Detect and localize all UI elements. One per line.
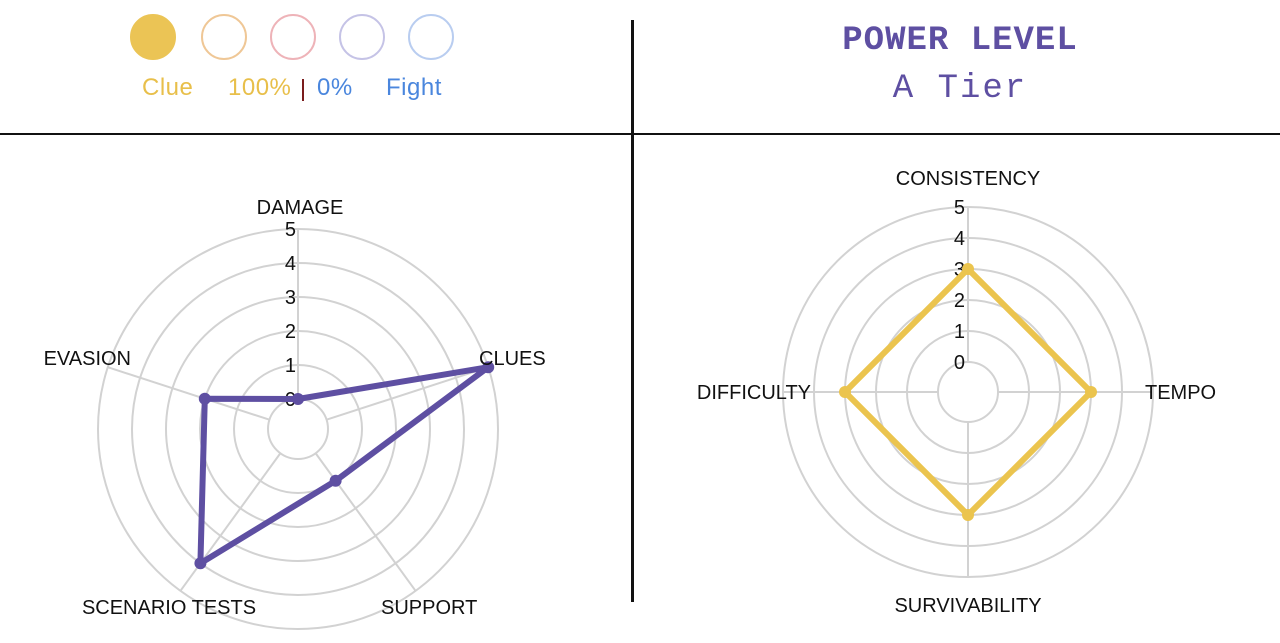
profile-dot-1 xyxy=(130,14,176,60)
role-tick-label: 1 xyxy=(285,355,296,377)
perf-tick-label: 2 xyxy=(954,290,965,312)
role-tick-label: 2 xyxy=(285,321,296,343)
role-axis-label-support: SUPPORT xyxy=(381,597,477,619)
role-data-polygon xyxy=(197,364,492,567)
perf-grid-ring xyxy=(937,361,999,423)
role-point-clues xyxy=(482,361,495,374)
vertical-divider xyxy=(631,20,634,602)
role-axis-label-scenario-tests: SCENARIO TESTS xyxy=(82,597,256,619)
role-spoke xyxy=(326,366,489,421)
split-right-label: Fight xyxy=(386,74,442,101)
perf-tick-label: 5 xyxy=(954,197,965,219)
profile-dot-2 xyxy=(201,14,247,60)
split-left-value: 100% xyxy=(228,74,292,101)
perf-axis-label-tempo: TEMPO xyxy=(1145,382,1216,404)
role-tick-label: 3 xyxy=(285,287,296,309)
perf-point-difficulty xyxy=(839,386,851,398)
profile-dot-3 xyxy=(270,14,316,60)
perf-axis-label-difficulty: DIFFICULTY xyxy=(697,382,811,404)
split-right-value: 0% xyxy=(317,74,353,101)
role-point-evasion xyxy=(198,392,211,405)
role-axis-label-clues: CLUES xyxy=(479,348,546,370)
perf-axis-label-consistency: CONSISTENCY xyxy=(896,168,1040,190)
clue-fight-split: Clue 100% 0% Fight xyxy=(130,70,470,110)
role-point-damage xyxy=(292,393,304,405)
profile-dot-4 xyxy=(339,14,385,60)
perf-tick-label: 1 xyxy=(954,321,965,343)
power-level-tier: A Tier xyxy=(892,70,1028,108)
role-axis-label-damage: DAMAGE xyxy=(257,197,344,219)
role-point-support xyxy=(329,474,342,487)
role-spoke xyxy=(107,366,270,421)
split-left-label: Clue xyxy=(142,74,194,101)
role-axis-label-evasion: EVASION xyxy=(44,348,131,370)
profile-dot-5 xyxy=(408,14,454,60)
split-divider xyxy=(302,79,304,101)
perf-point-consistency xyxy=(962,263,974,275)
horizontal-divider xyxy=(0,133,1280,135)
perf-tick-label: 0 xyxy=(954,352,965,374)
perf-tick-label: 3 xyxy=(954,259,965,281)
perf-point-survivability xyxy=(962,509,974,521)
perf-tick-label: 4 xyxy=(954,228,965,250)
role-tick-label: 4 xyxy=(285,253,296,275)
perf-point-tempo xyxy=(1085,386,1097,398)
perf-axis-label-survivability: SURVIVABILITY xyxy=(894,595,1041,617)
power-level-title: POWER LEVEL xyxy=(842,22,1078,60)
profile-dots xyxy=(130,14,470,66)
role-tick-label: 5 xyxy=(285,219,296,241)
role-point-scenario-tests xyxy=(194,557,207,570)
